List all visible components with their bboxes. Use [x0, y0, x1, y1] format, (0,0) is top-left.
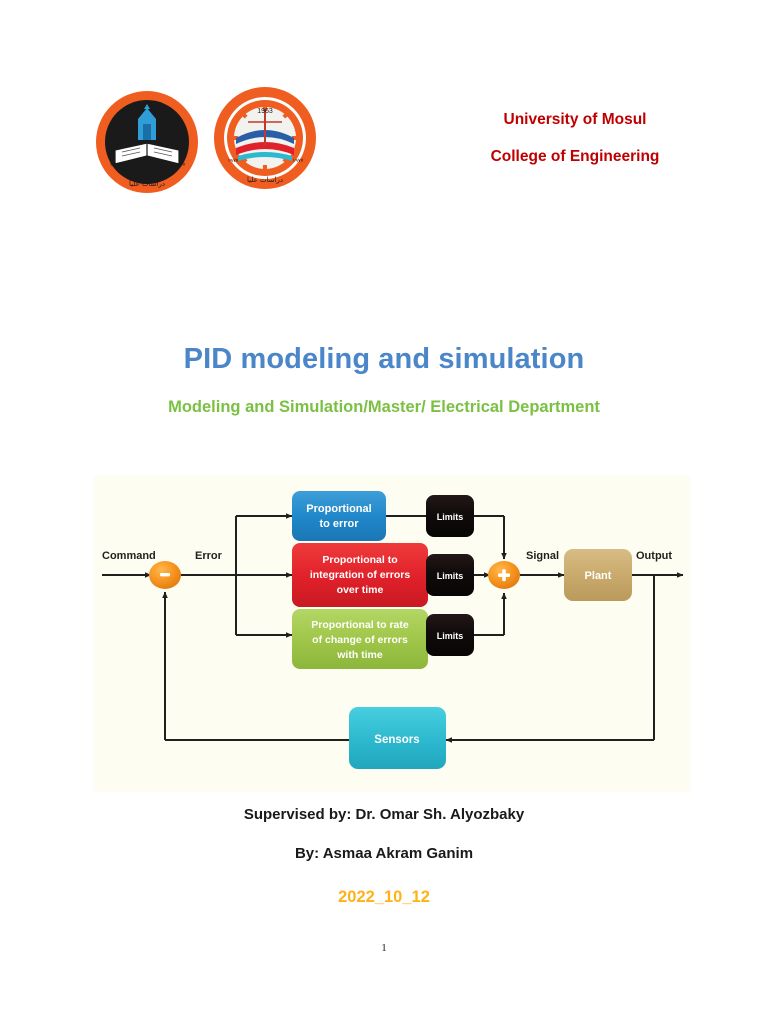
page-subtitle: Modeling and Simulation/Master/ Electric…	[168, 398, 600, 416]
label-output: Output	[636, 550, 672, 562]
block-limits-proportional: Limits	[426, 495, 474, 537]
emblem-year: 1963	[257, 108, 273, 115]
block-plant: Plant	[564, 549, 632, 601]
document-credits: Supervised by: Dr. Omar Sh. Alyozbaky By…	[0, 806, 768, 884]
svg-text:١٩٧٧: ١٩٧٧	[293, 158, 304, 164]
svg-text:دراسات عليا: دراسات عليا	[247, 176, 283, 184]
block-sensors: Sensors	[349, 707, 446, 769]
signal-summing-junction	[488, 561, 520, 589]
block-integral-line-1: Proportional to	[322, 554, 397, 566]
svg-text:١٩٧٧: ١٩٧٧	[175, 162, 186, 168]
document-date: 2022_10_12	[338, 888, 430, 906]
block-derivative-line-2: of change of errors	[312, 634, 408, 646]
error-summing-junction	[149, 561, 181, 589]
block-derivative-line-3: with time	[336, 649, 383, 661]
svg-text:دراسات عليا: دراسات عليا	[129, 180, 165, 188]
page-title: PID modeling and simulation	[183, 343, 585, 375]
supervisor-line: Supervised by: Dr. Omar Sh. Alyozbaky	[243, 806, 525, 823]
label-error: Error	[195, 550, 223, 562]
block-proportional-line-2: to error	[319, 518, 359, 530]
block-derivative: Proportional to rate of change of errors…	[292, 609, 428, 669]
block-sensors-label: Sensors	[374, 734, 419, 746]
svg-text:١٩٧٧: ١٩٧٧	[228, 158, 239, 164]
page-number: 1	[381, 942, 387, 954]
author-line: By: Asmaa Akram Ganim	[294, 845, 474, 862]
block-limits-integral: Limits	[426, 554, 474, 596]
block-limits-label-3: Limits	[437, 631, 464, 641]
college-of-engineering-emblem-icon: 1963 ١٩٧٧ ١٩٧٧ دراسات عليا	[214, 87, 316, 189]
label-command: Command	[102, 550, 156, 562]
block-integral-line-2: integration of errors	[310, 569, 411, 581]
block-integral-line-3: over time	[337, 584, 384, 596]
svg-text:١٩٧٧: ١٩٧٧	[110, 162, 121, 168]
header-logos: ١٩٧٧ ١٩٧٧ دراسات عليا	[95, 84, 335, 204]
block-proportional: Proportional to error	[292, 491, 386, 541]
label-signal: Signal	[526, 550, 559, 562]
block-limits-label-1: Limits	[437, 512, 464, 522]
block-limits-derivative: Limits	[426, 614, 474, 656]
block-limits-label-2: Limits	[437, 571, 464, 581]
block-integral: Proportional to integration of errors ov…	[292, 543, 428, 607]
college-name: College of Engineering	[490, 147, 660, 165]
block-plant-label: Plant	[585, 570, 612, 582]
university-of-mosul-emblem-icon: ١٩٧٧ ١٩٧٧ دراسات عليا	[96, 91, 198, 193]
block-derivative-line-1: Proportional to rate	[311, 619, 409, 631]
university-name: University of Mosul	[503, 111, 647, 128]
block-proportional-line-1: Proportional	[306, 503, 371, 515]
minus-sign-icon	[160, 573, 170, 577]
institution-header: University of Mosul College of Engineeri…	[410, 112, 740, 185]
pid-control-block-diagram: Command Error Signal Output Proportional…	[94, 475, 690, 792]
pid-diagram-canvas: Command Error Signal Output Proportional…	[102, 491, 684, 769]
